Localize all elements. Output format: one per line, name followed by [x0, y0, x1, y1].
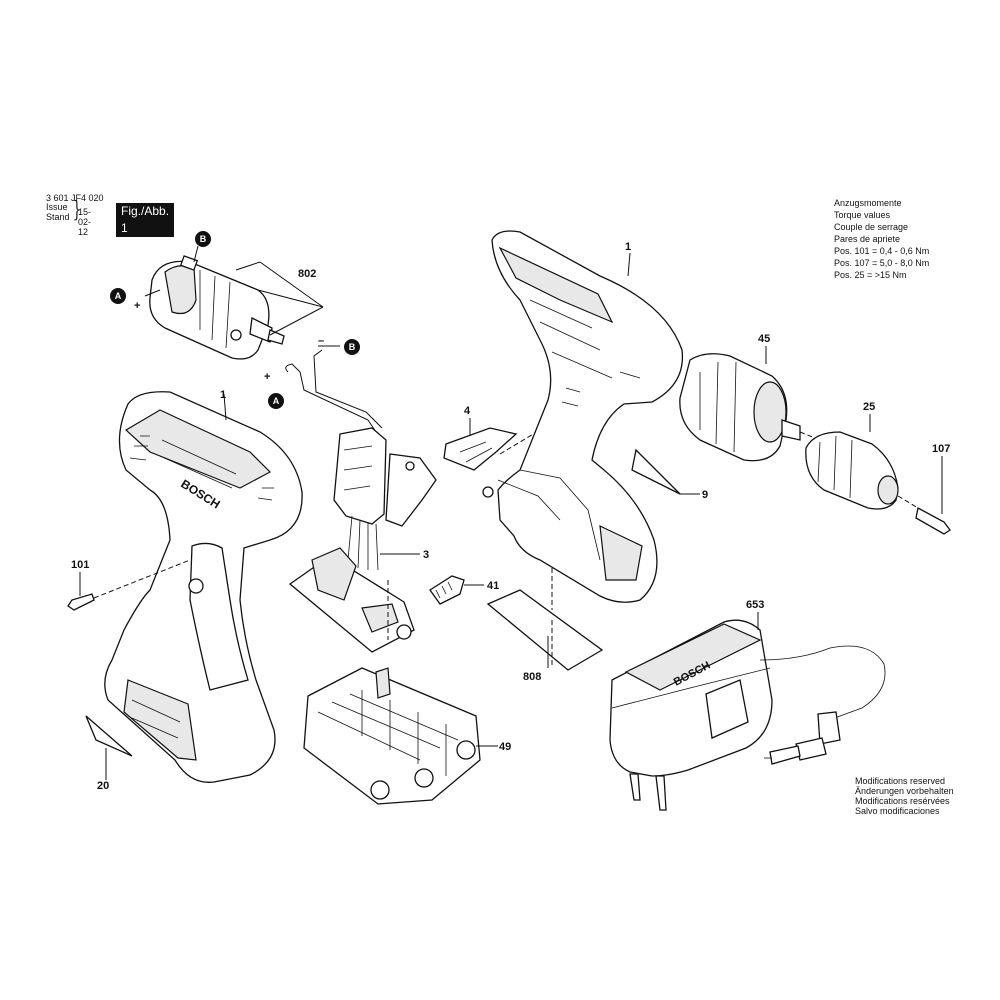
- part-label-107: 107: [932, 443, 950, 455]
- wedge-9: [631, 448, 700, 495]
- part-label-9: 9: [702, 489, 708, 501]
- brace-glyph: }: [72, 198, 82, 223]
- modifications-line: Salvo modificaciones: [855, 806, 940, 816]
- wedge-20: [85, 715, 133, 780]
- switch-wires: [285, 345, 383, 433]
- chuck-25: [805, 414, 899, 510]
- torque-line: Torque values: [834, 210, 891, 220]
- part-label-101: 101: [71, 559, 89, 571]
- part-label-20: 20: [97, 780, 109, 792]
- marker-a-motor-text: A: [115, 291, 122, 301]
- part-label-25: 25: [863, 401, 875, 413]
- torque-line: Pares de apriete: [834, 234, 901, 244]
- part-label-41: 41: [487, 580, 499, 592]
- part-label-808: 808: [523, 671, 541, 683]
- marker-a-wire: [268, 393, 284, 409]
- part-label-1-right: 1: [625, 241, 631, 253]
- part-label-802: 802: [298, 268, 316, 280]
- part-label-49: 49: [499, 741, 511, 753]
- figure-label: Fig./Abb. 1: [116, 203, 175, 237]
- plus-sign-motor: +: [134, 300, 140, 312]
- gearbox-45: [679, 346, 821, 462]
- marker-a-motor: [110, 288, 126, 304]
- doc-number: 3 601 JF4 020: [46, 193, 104, 203]
- leader-1-left: [223, 393, 227, 421]
- torque-values-block: Anzugsmomente Torque values Couple de se…: [834, 197, 929, 281]
- motor-802: [144, 245, 324, 360]
- part-label-653: 653: [746, 599, 764, 611]
- switch-assembly-3: [288, 427, 437, 653]
- modifications-note: Modifications reserved Änderungen vorbeh…: [855, 776, 954, 816]
- part-41: [429, 575, 484, 605]
- screw-101: [67, 559, 191, 611]
- part-label-4: 4: [464, 405, 471, 417]
- torque-line: Pos. 25 = >15 Nm: [834, 270, 907, 280]
- marker-b-motor-text: B: [200, 234, 207, 244]
- part-label-45: 45: [758, 333, 770, 345]
- modifications-line: Modifications resérvées: [855, 796, 950, 806]
- housing-left-half: BOSCH: [104, 391, 303, 783]
- torque-line: Couple de serrage: [834, 222, 909, 232]
- stand-label: Stand: [46, 212, 70, 222]
- part-label-1-left: 1: [220, 389, 226, 401]
- battery-pack-49: [303, 667, 498, 805]
- issue-label: Issue: [46, 202, 68, 212]
- torque-line: Anzugsmomente: [834, 198, 902, 208]
- torque-line: Pos. 101 = 0,4 - 0,6 Nm: [834, 246, 930, 256]
- issue-date: 15-02-12: [78, 207, 92, 237]
- marker-b-wire: [344, 339, 360, 355]
- marker-b-wire-text: B: [349, 342, 356, 352]
- housing-right-half: [482, 230, 684, 610]
- part-label-3: 3: [423, 549, 429, 561]
- plus-sign-wire: +: [264, 371, 270, 383]
- part-4: [443, 418, 541, 471]
- charger-653: BOSCH: [609, 612, 886, 811]
- issue-labels: Issue Stand: [46, 202, 74, 222]
- label-sheet-808: [486, 589, 604, 671]
- marker-a-wire-text: A: [273, 396, 280, 406]
- modifications-line: Modifications reserved: [855, 776, 946, 786]
- torque-line: Pos. 107 = 5,0 - 8,0 Nm: [834, 258, 930, 268]
- marker-b-motor: [195, 231, 211, 247]
- modifications-line: Änderungen vorbehalten: [855, 786, 954, 796]
- minus-sign-wire: –: [318, 335, 324, 347]
- screw-107: [897, 456, 951, 535]
